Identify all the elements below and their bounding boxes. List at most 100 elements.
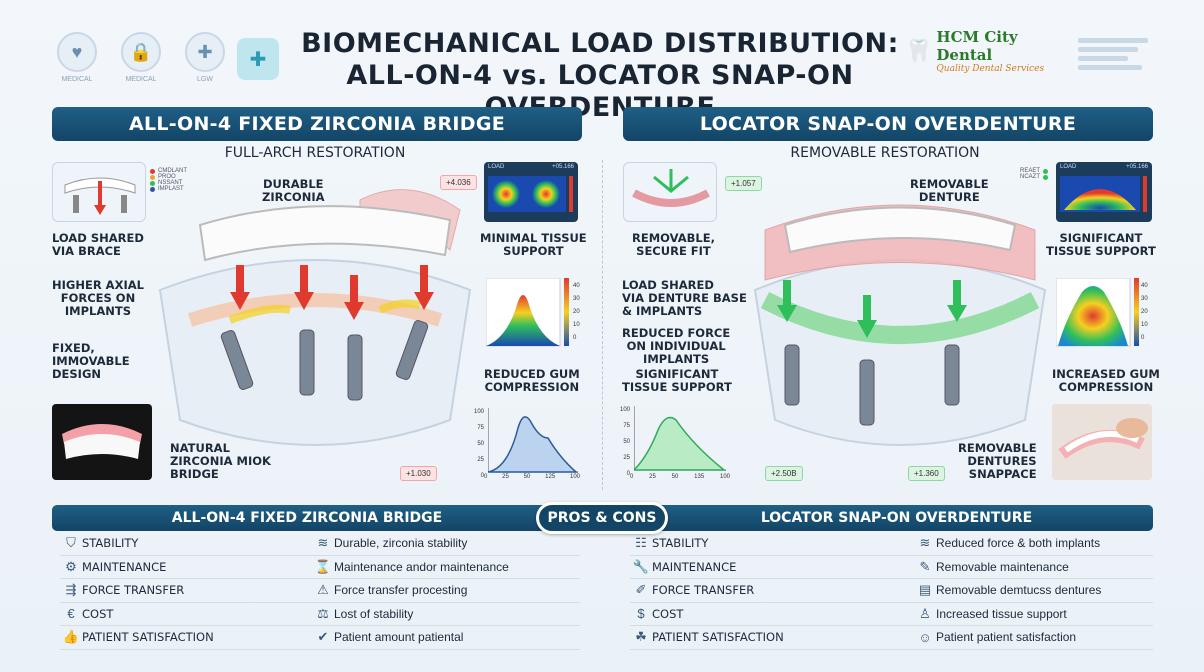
check-icon: ✔ xyxy=(317,629,329,645)
pulse-icon: ≋ xyxy=(919,535,931,551)
warning-icon: ⚠ xyxy=(317,582,329,598)
force-icon: ⇶ xyxy=(65,582,77,598)
label-significant-tissue-left: SIGNIFICANT TISSUE SUPPORT xyxy=(622,367,732,394)
hourglass-icon: ⌛ xyxy=(314,558,332,574)
label-minimal-tissue: MINIMAL TISSUE SUPPORT xyxy=(480,231,587,258)
row-key: PATIENT SATISFACTION xyxy=(652,630,784,645)
label-reduced-gum: REDUCED GUM COMPRESSION xyxy=(484,367,580,394)
force-tag-top: +4.036 xyxy=(440,175,477,190)
left-subtitle: FULL-ARCH RESTORATION xyxy=(224,145,406,161)
pros-cons-badge: PROS & CONS xyxy=(536,502,668,534)
header-icon-caption: MEDICAL xyxy=(61,76,93,83)
heatmap-graphic xyxy=(488,176,573,212)
row-value: Reduced force & both implants xyxy=(936,536,1101,551)
heatmap-graphic xyxy=(1060,176,1147,212)
legend-item: IMPLAST xyxy=(150,186,187,192)
row-value: Increased tissue support xyxy=(936,606,1067,621)
table-row: ✐ FORCE TRANSFER ▤ Removable demtucss de… xyxy=(630,579,1153,603)
table-row: 👍 PATIENT SATISFACTION ✔ Patient amount … xyxy=(60,626,580,650)
heatmap-label: LOAD xyxy=(1060,164,1077,170)
pencil-icon: ✎ xyxy=(919,558,931,574)
medical-plus-icon: ✚ xyxy=(185,32,225,72)
cash-icon: $ xyxy=(637,606,645,622)
row-key: MAINTENANCE xyxy=(82,559,167,574)
row-value: Durable, zirconia stability xyxy=(334,536,468,551)
row-key: MAINTENANCE xyxy=(652,559,737,574)
right-subtitle: REMOVABLE RESTORATION xyxy=(790,145,980,161)
table-row: ⛉ STABILITY ≋ Durable, zirconia stabilit… xyxy=(60,532,580,556)
denture-photo-graphic xyxy=(1058,418,1148,459)
left-load-heatmap: LOAD +05.166 xyxy=(484,162,578,222)
zirconia-bridge-photo xyxy=(52,404,152,480)
smile-icon: ☺ xyxy=(918,629,932,645)
table-row: ⇶ FORCE TRANSFER ⚠ Force transfer proces… xyxy=(60,579,580,603)
legend-item: PROO xyxy=(150,174,187,180)
left-distribution-graph xyxy=(488,408,578,473)
row-key: FORCE TRANSFER xyxy=(652,583,755,598)
row-value: Force transfer procesting xyxy=(334,583,468,598)
right-comparison-table: ☷ STABILITY ≋ Reduced force & both impla… xyxy=(630,532,1153,650)
right-distribution-graph xyxy=(634,406,726,471)
heatmap-label: LOAD xyxy=(488,164,505,170)
layers-icon: ▤ xyxy=(918,582,932,598)
table-left-header: ALL-ON-4 FIXED ZIRCONIA BRIDGE xyxy=(52,505,562,531)
brand-logo: 🦷 HCM City Dental Quality Dental Service… xyxy=(905,28,1075,74)
left-banner: ALL-ON-4 FIXED ZIRCONIA BRIDGE xyxy=(52,107,582,141)
label-higher-axial-forces: HIGHER AXIAL FORCES ON IMPLANTS xyxy=(52,278,144,318)
right-banner: LOCATOR SNAP-ON OVERDENTURE xyxy=(623,107,1153,141)
logo-tagline: Quality Dental Services xyxy=(936,64,1045,74)
row-key: STABILITY xyxy=(82,536,139,551)
row-value: Maintenance andor maintenance xyxy=(334,559,509,574)
removable-denture-photo xyxy=(1052,404,1152,480)
right-force-tag-bottom-left: +2.50B xyxy=(765,466,803,481)
hands-icon: ☘ xyxy=(635,629,647,645)
header-icons: ♥ MEDICAL 🔒 MEDICAL ✚ LGW xyxy=(52,32,230,83)
overdenture-thumb-graphic xyxy=(632,169,710,207)
row-key: COST xyxy=(652,606,684,621)
table-row: ☘ PATIENT SATISFACTION ☺ Patient patient… xyxy=(630,626,1153,650)
table-row: € COST ⚖ Lost of stability xyxy=(60,603,580,626)
pulse-icon: ≋ xyxy=(317,535,329,551)
legend-item: REAET xyxy=(1020,168,1049,174)
thumbs-up-icon: 👍 xyxy=(62,629,80,645)
logo-name: HCM City Dental xyxy=(936,28,1018,64)
left-comparison-table: ⛉ STABILITY ≋ Durable, zirconia stabilit… xyxy=(60,532,580,650)
right-legend: REAET NCAZT xyxy=(1020,168,1049,180)
sliders-icon: ☷ xyxy=(635,535,647,551)
overdenture-illustration xyxy=(753,204,1047,446)
bridge-photo-graphic xyxy=(62,424,142,459)
table-row: 🔧 MAINTENANCE ✎ Removable maintenance xyxy=(630,556,1153,579)
header-icon-caption: LGW xyxy=(197,76,213,83)
all-on-4-illustration xyxy=(158,189,472,446)
right-tissue-heatmap-plot xyxy=(1056,278,1139,347)
label-load-shared-base: LOAD SHARED VIA DENTURE BASE & IMPLANTS xyxy=(622,278,747,318)
clipboard-icon: ✚ xyxy=(237,38,279,80)
heatmap-tag: +05.166 xyxy=(552,164,574,170)
label-removable-secure-fit: REMOVABLE, SECURE FIT xyxy=(632,231,715,258)
right-force-tag-bottom-right: +1.360 xyxy=(908,466,945,481)
label-increased-gum: INCREASED GUM COMPRESSION xyxy=(1052,367,1160,394)
gear-icon: ⚙ xyxy=(65,558,77,574)
table-row: ☷ STABILITY ≋ Reduced force & both impla… xyxy=(630,532,1153,556)
table-row: $ COST ♙ Increased tissue support xyxy=(630,603,1153,626)
person-icon: ♙ xyxy=(919,605,931,621)
row-value: Removable demtucss dentures xyxy=(936,583,1102,598)
table-right-header: LOCATOR SNAP-ON OVERDENTURE xyxy=(640,505,1153,531)
legend-item: NSSANT xyxy=(150,180,187,186)
implant-thumb-graphic xyxy=(64,177,136,215)
shield-icon: ⛉ xyxy=(66,535,76,551)
panel-divider xyxy=(602,160,603,490)
header-icon-caption: MEDICAL xyxy=(125,76,157,83)
label-durable-zirconia: DURABLE ZIRCONIA xyxy=(262,177,325,204)
wrench-icon: 🔧 xyxy=(632,558,650,574)
label-removable-denture: REMOVABLE DENTURE xyxy=(910,177,989,204)
right-diagram-thumbnail xyxy=(623,162,717,222)
pen-icon: ✐ xyxy=(635,582,647,598)
force-tag-bottom: +1.030 xyxy=(400,466,437,481)
row-value: Patient patient satisfaction xyxy=(936,630,1077,645)
